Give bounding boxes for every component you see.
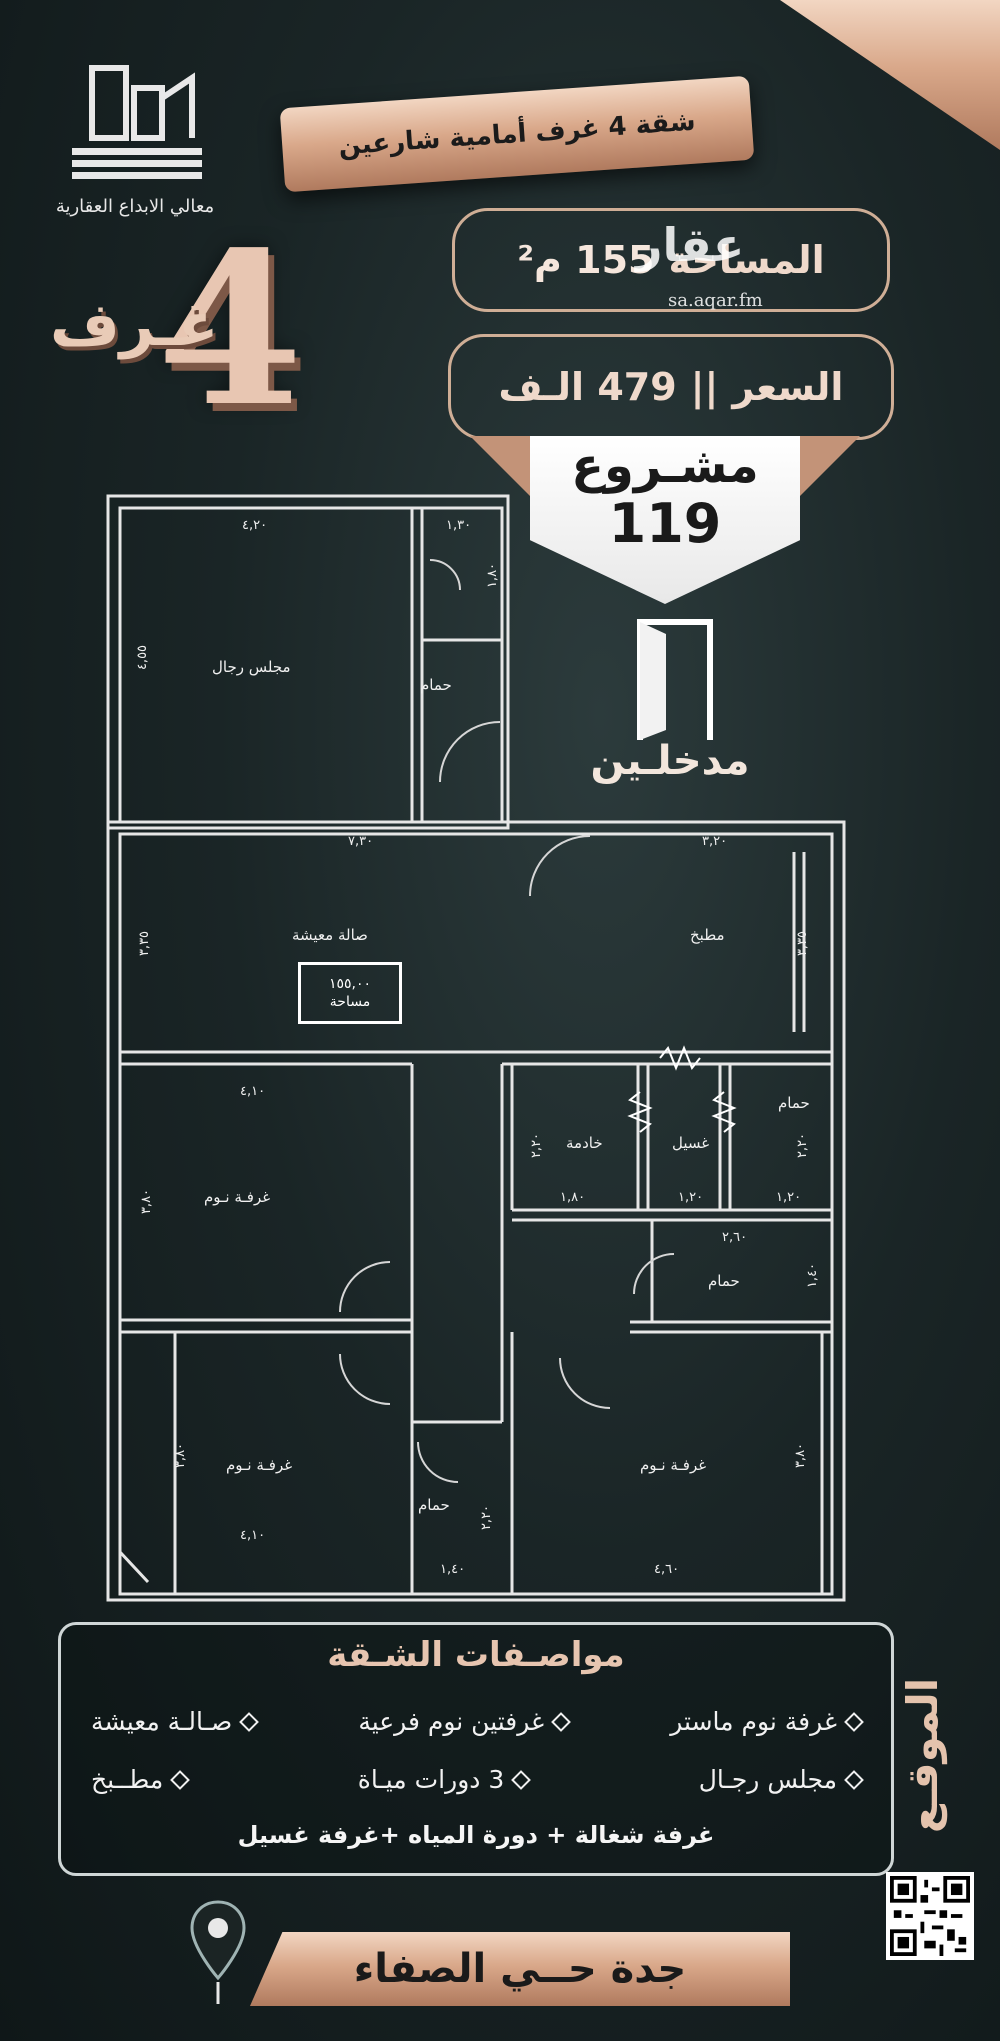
spec-item: مجلس رجـال	[698, 1765, 864, 1794]
watermark-domain: sa.aqar.fm	[668, 290, 763, 311]
area-box-label: مساحة	[329, 994, 371, 1010]
dim-bath-bottom-h: ٢,٢٠	[479, 1504, 495, 1531]
spec-item: 3 دورات ميـاة	[357, 1765, 532, 1794]
spec-text: مجلس رجـال	[698, 1765, 837, 1794]
company-name: معالي الابداع العقارية	[55, 196, 215, 217]
district-banner: جدة حــي الصفاء	[250, 1932, 790, 2006]
room-laundry: غسيل	[672, 1134, 710, 1152]
big-number-four: 4	[156, 206, 304, 453]
specs-footer: غرفة شغالة + دورة المياه +غرفة غسيل	[237, 1821, 715, 1849]
dim-bed3-w: ٤,٦٠	[654, 1562, 680, 1577]
area-box: ١٥٥,٠٠ مساحة	[298, 962, 402, 1024]
dim-majlis-h: ٤,٥٥	[135, 644, 151, 671]
room-bath-top-left: حمام	[420, 676, 452, 694]
spec-text: غرفتين نوم فرعية	[358, 1707, 545, 1736]
rooms-word: غـرف	[50, 290, 219, 360]
room-bedroom-left-2: غرفـة نـوم	[226, 1456, 293, 1474]
dim-bed1-w: ٤,١٠	[240, 1084, 266, 1099]
project-number: 119	[608, 492, 722, 555]
spec-item: مطــبخ	[91, 1765, 191, 1794]
diamond-bullet-icon	[239, 1711, 260, 1732]
dim-maid-w: ١,٨٠	[560, 1190, 586, 1205]
area-box-value: ١٥٥,٠٠	[328, 976, 372, 992]
watermark-brand: عقار	[636, 218, 745, 272]
room-bedroom-left-1: غرفـة نـوم	[204, 1188, 271, 1206]
corner-fold-decoration	[780, 0, 1000, 150]
spec-item: غرفة نوم ماستر	[670, 1707, 864, 1736]
specs-panel: مواصـفات الشـقة غرفة نوم ماستر غرفتين نو…	[58, 1622, 894, 1876]
room-bath-bottom: حمام	[418, 1496, 450, 1514]
spec-item: غرفتين نوم فرعية	[358, 1707, 572, 1736]
floor-plan	[106, 494, 846, 1602]
dim-bath-bottom-w: ١,٤٠	[440, 1562, 466, 1577]
dim-laundry-w: ١,٢٠	[678, 1190, 704, 1205]
diamond-bullet-icon	[551, 1711, 572, 1732]
price-label: السعر	[732, 365, 844, 409]
dim-majlis-w: ٤,٢٠	[242, 518, 268, 533]
dim-bath-top-w: ١,٣٠	[446, 518, 472, 533]
dim-bed2-h: ٣,٨٠	[173, 1442, 189, 1469]
spec-text: غرفة نوم ماستر	[670, 1707, 837, 1736]
spec-row-2: مجلس رجـال 3 دورات ميـاة مطــبخ	[91, 1765, 864, 1794]
diamond-bullet-icon	[844, 1769, 864, 1790]
diamond-bullet-icon	[170, 1769, 191, 1790]
dim-bed2-w: ٤,١٠	[240, 1528, 266, 1543]
spec-text: مطــبخ	[91, 1765, 164, 1794]
dim-maid-h: ٢,٢٠	[529, 1132, 545, 1159]
room-majlis: مجلس رجال	[212, 658, 291, 676]
entrance-label: مدخلـين	[590, 738, 750, 784]
dim-bed3-h: ٣,٨٠	[793, 1442, 809, 1469]
dim-bath-top-h: ١,٨٠	[485, 562, 501, 589]
price-separator: ||	[690, 365, 719, 409]
location-side-label: الموقـع	[898, 1677, 947, 1833]
diamond-bullet-icon	[511, 1769, 532, 1790]
company-logo-icon	[72, 65, 202, 179]
dim-kitchen-w: ٣,٢٠	[702, 834, 728, 849]
spec-text: 3 دورات ميـاة	[357, 1765, 505, 1794]
room-living: صالة معيشة	[292, 926, 368, 944]
price-pill: السعر || 479 الـف	[448, 334, 894, 440]
room-bedroom-right: غرفـة نـوم	[640, 1456, 707, 1474]
dim-bath-right-h: ٢,٢٠	[795, 1132, 811, 1159]
location-pin-icon	[190, 1900, 246, 2004]
dim-kitchen-h: ٣,٣٥	[795, 930, 811, 957]
spec-item: صـالـة معيشة	[91, 1707, 260, 1736]
title-ribbon: شقة 4 غرف أمامية شارعين	[279, 75, 755, 193]
diamond-bullet-icon	[844, 1711, 864, 1732]
area-label: المساحة	[668, 238, 825, 282]
dim-living-h: ٣,٣٥	[137, 930, 153, 957]
project-label: مشـروع	[571, 438, 759, 494]
qr-code-icon[interactable]	[886, 1872, 974, 1960]
spec-row-1: غرفة نوم ماستر غرفتين نوم فرعية صـالـة م…	[91, 1707, 864, 1736]
dim-bath-mid-w: ٢,٦٠	[722, 1230, 748, 1245]
spec-text: صـالـة معيشة	[91, 1707, 233, 1736]
dim-living-w: ٧,٣٠	[348, 834, 374, 849]
entrance-door-icon	[637, 619, 713, 740]
dim-bath-right-w: ١,٢٠	[776, 1190, 802, 1205]
room-maid: خادمة	[566, 1134, 603, 1152]
room-bath-middle: حمام	[708, 1272, 740, 1290]
area-pill: المساحة 155 م²	[452, 208, 890, 312]
dim-bed1-h: ٣,٨٠	[139, 1188, 155, 1215]
price-value: 479 الـف	[498, 365, 677, 409]
specs-title: مواصـفات الشـقة	[327, 1635, 625, 1675]
room-bath-top-right: حمام	[778, 1094, 810, 1112]
dim-bath-mid-h: ١,٤٠	[805, 1262, 821, 1289]
room-kitchen: مطبخ	[690, 926, 725, 944]
area-value: 155 م²	[517, 238, 655, 282]
badge-wings	[470, 436, 860, 506]
